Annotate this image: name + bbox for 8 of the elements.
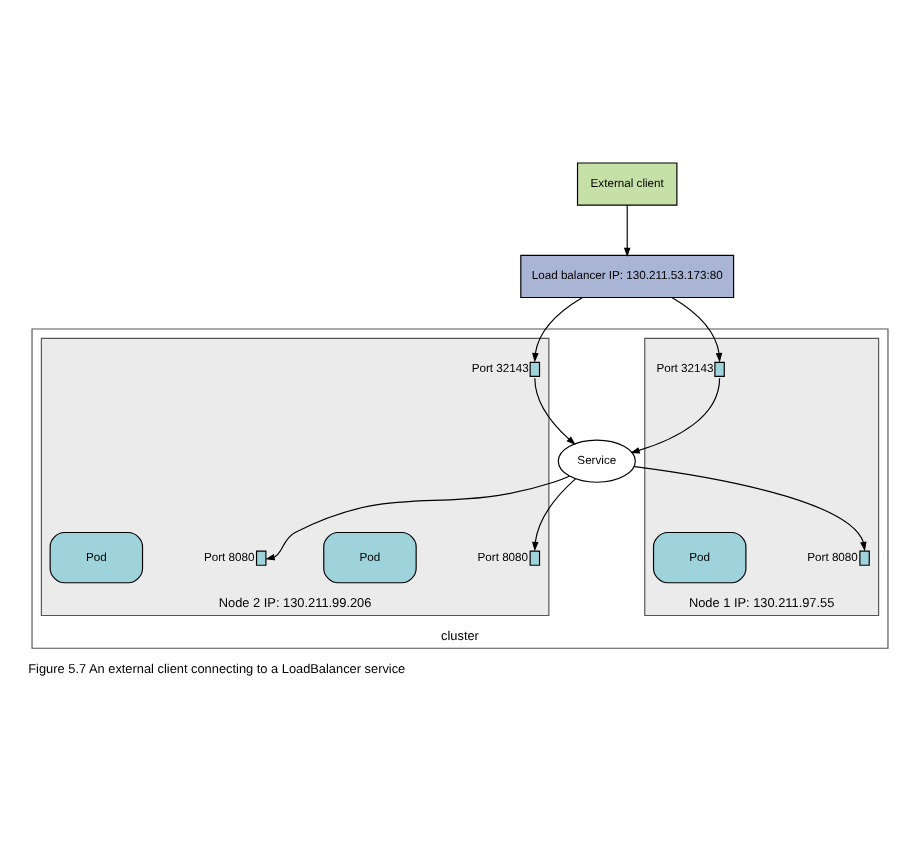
arrow — [531, 477, 576, 551]
arrow — [531, 296, 582, 362]
arrow — [670, 296, 722, 362]
arrow — [633, 465, 866, 551]
arrow — [622, 203, 630, 257]
arrow — [533, 376, 575, 445]
arrow — [629, 376, 720, 453]
arrow — [264, 474, 569, 560]
